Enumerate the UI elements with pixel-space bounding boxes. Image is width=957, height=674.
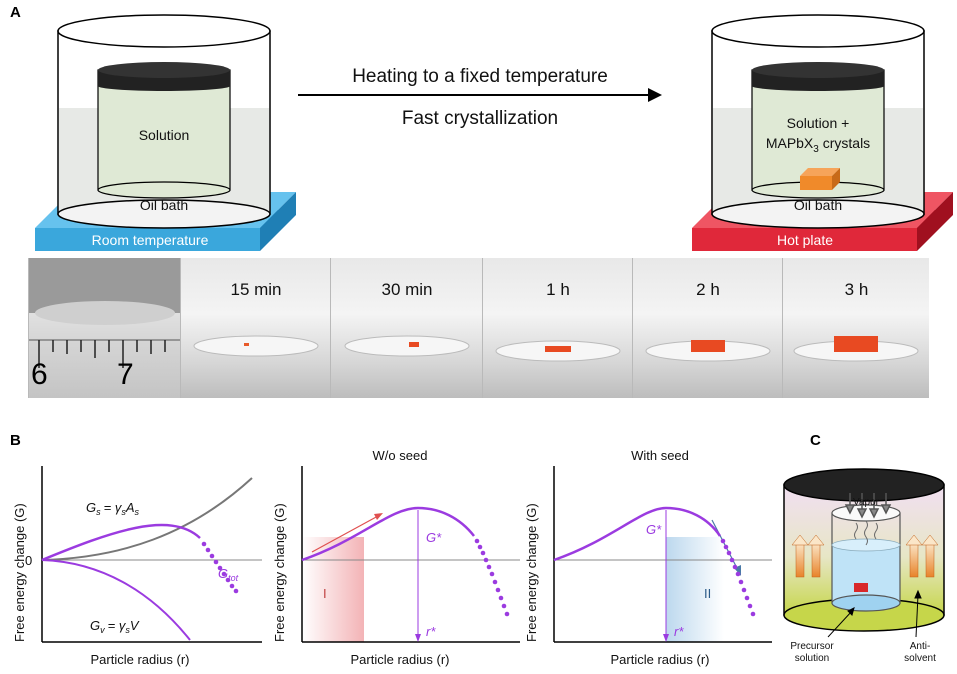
perovskite-crystal (800, 168, 840, 190)
plot-1-classical-nucleation (41, 466, 262, 643)
arrow-caption-crystallization: Fast crystallization (402, 108, 558, 129)
plot-2-y-axis-label: Free energy change (G) (272, 503, 287, 642)
plot-2-dots (474, 538, 510, 617)
precursor-crystal (854, 583, 868, 592)
precursor-label-line2: solution (795, 653, 829, 664)
surface-energy-curve (41, 477, 253, 561)
vial-photo-2h: 2 h (632, 258, 783, 398)
vial-photo-3h: 3 h (782, 258, 929, 398)
plot-2-title: W/o seed (373, 448, 428, 463)
rising-arrows-left (791, 534, 825, 578)
ruler-number-6: 6 (31, 358, 48, 391)
panel-label-c: C (810, 432, 821, 449)
plot-3-g-star-label: G* (646, 522, 662, 537)
volume-energy-label: Gv= γsV (90, 618, 140, 635)
left-oil-bath-label: Oil bath (140, 197, 188, 213)
mapbx3-crystals-label: MAPbX3 crystals (766, 135, 870, 155)
region-ii-shading (666, 537, 724, 642)
crystal-growth-photo-strip: 6 7 15 min 30 min 1 h 2 h 3 h (28, 258, 929, 398)
region-i-shading (302, 537, 364, 642)
plot-3-x-axis-label: Particle radius (r) (611, 652, 710, 667)
plot-2-energy-curve (301, 506, 475, 562)
vial-photo-15min: 15 min (180, 258, 331, 398)
plot-3-r-star-label: r* (674, 624, 684, 639)
ruler-number-7: 7 (117, 358, 134, 391)
solution-plus-label: Solution + (787, 115, 850, 131)
time-label-2h: 2 h (696, 280, 720, 299)
time-label-1h: 1 h (546, 280, 570, 299)
total-energy-dots (201, 541, 239, 594)
rising-arrows-right (905, 534, 939, 578)
hot-plate-label: Hot plate (777, 232, 833, 248)
plot-3-energy-curve (553, 506, 722, 562)
total-energy-curve (41, 523, 201, 562)
time-label-15min: 15 min (230, 280, 282, 299)
plot-2-x-axis-label: Particle radius (r) (351, 652, 450, 667)
plot-1-x-axis-label: Particle radius (r) (91, 652, 190, 667)
panel-c-vapor-diffusion: Vapor Precursor solution Anti- solvent (783, 468, 945, 664)
ruler-photo: 6 7 (28, 258, 181, 398)
solution-label: Solution (139, 127, 190, 143)
region-ii-label: II (704, 586, 711, 601)
panel-a-schematic: Room temperature Solution Oil bath Heati… (35, 14, 953, 251)
vial-photo-30min: 30 min (330, 258, 483, 398)
volume-energy-curve (41, 559, 191, 641)
antisolvent-label-line1: Anti- (910, 641, 931, 652)
label-leader-lines (827, 589, 922, 638)
region-i-label: I (323, 586, 327, 601)
vapor-arrows (844, 493, 892, 519)
zero-label: 0 (25, 553, 32, 568)
vapor-label: Vapor (853, 497, 880, 508)
precursor-label-line1: Precursor (790, 641, 834, 652)
vapor-squiggles (854, 520, 878, 546)
plot-3-dots (720, 538, 756, 617)
vial-photo-1h: 1 h (482, 258, 633, 398)
heating-arrow (298, 88, 662, 102)
plot-2-r-star-label: r* (426, 624, 436, 639)
time-label-30min: 30 min (381, 280, 433, 299)
panel-label-a: A (10, 4, 21, 21)
plot-3-y-axis-label: Free energy change (G) (524, 503, 539, 642)
left-oil-bath-beaker (57, 14, 271, 229)
room-temperature-label: Room temperature (92, 232, 209, 248)
plot-3-with-seed (553, 466, 772, 643)
plot-1-y-axis-label: Free energy change (G) (12, 503, 27, 642)
total-energy-label: Gtot (218, 566, 239, 583)
time-label-3h: 3 h (844, 280, 869, 299)
panel-label-b: B (10, 432, 21, 449)
right-oil-bath-label: Oil bath (794, 197, 842, 213)
plot-3-title: With seed (631, 448, 689, 463)
plot-2-without-seed (301, 466, 520, 643)
arrow-caption-heating: Heating to a fixed temperature (352, 66, 608, 87)
antisolvent-label-line2: solvent (904, 653, 936, 664)
panel-b-energy-plots: Free energy change (G) Particle radius (… (12, 448, 772, 667)
plot-2-g-star-label: G* (426, 530, 442, 545)
surface-energy-label: Gs= γsAs (86, 500, 140, 517)
